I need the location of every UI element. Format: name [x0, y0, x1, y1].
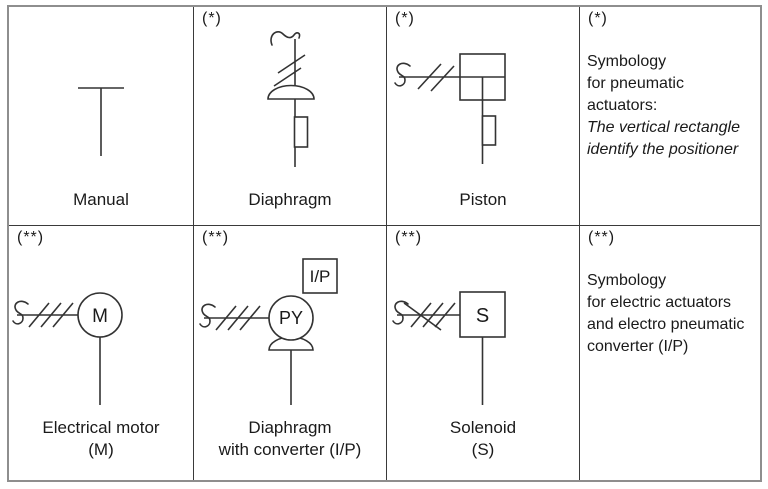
diaphragm-label: Diaphragm	[248, 190, 332, 209]
solenoid-label: Solenoid (S)	[449, 418, 517, 459]
symbology-table: Manual (*) Diaphragm (*)	[7, 5, 762, 482]
pneumatic-slash-marks	[417, 63, 455, 92]
positioner-rect	[293, 116, 309, 148]
diaphragm-dome	[267, 84, 315, 100]
pneumatic-note-text: Symbology for pneumatic actuators: The v…	[587, 51, 756, 161]
signal-squiggle-icon	[394, 62, 411, 87]
footnote-marker: (*)	[202, 10, 222, 27]
solenoid-box	[459, 291, 506, 338]
note-line: Symbology	[587, 272, 667, 289]
electrical-motor-symbol: M	[12, 292, 123, 405]
piston-label: Piston	[459, 190, 507, 209]
footnote-marker: (*)	[395, 10, 415, 27]
converter-box-letters: I/P	[310, 267, 331, 286]
note-line: and electro pneumatic	[587, 316, 745, 333]
pneumatic-slash-marks	[273, 54, 306, 87]
solenoid-letter: S	[476, 305, 489, 327]
diaphragm-symbol	[267, 30, 315, 167]
note-line: for electric actuators	[587, 294, 732, 311]
cell-manual: Manual	[9, 7, 194, 226]
manual-label: Manual	[73, 190, 129, 209]
note-line: The vertical rectangle	[587, 119, 740, 136]
motor-letter: M	[92, 306, 108, 327]
diaphragm-converter-label: Diaphragm with converter (I/P)	[218, 418, 362, 459]
footnote-marker: (*)	[588, 10, 608, 27]
note-line: for pneumatic actuators:	[587, 75, 684, 114]
electric-slash-marks	[215, 305, 261, 331]
signal-squiggle-icon	[270, 30, 301, 46]
py-letters: PY	[279, 308, 303, 328]
positioner-rect	[481, 115, 497, 146]
footnote-marker: (**)	[17, 229, 45, 246]
signal-squiggle-icon	[199, 303, 216, 328]
note-line: Symbology	[587, 53, 667, 70]
py-circle	[268, 295, 314, 341]
cell-electric-note: (**) Symbology for electric actuators an…	[580, 226, 760, 480]
note-line: identify the positioner	[587, 141, 739, 158]
cell-pneumatic-note: (*) Symbology for pneumatic actuators: T…	[580, 7, 760, 226]
solenoid-symbol: S	[392, 291, 506, 405]
electric-slash-marks	[403, 302, 456, 331]
cell-diaphragm: (*) Diaphragm	[194, 7, 387, 226]
cell-solenoid: (**) S Solenoid (S)	[387, 226, 580, 480]
cell-electrical-motor: (**) M Electrical motor (M)	[9, 226, 194, 480]
cell-piston: (*) Piston	[387, 7, 580, 226]
footnote-marker: (**)	[588, 229, 616, 246]
cell-diaphragm-converter: (**) PY I/P Diaphragm with converter (I/…	[194, 226, 387, 480]
piston-symbol	[394, 53, 506, 164]
signal-squiggle-icon	[392, 300, 409, 325]
footnote-marker: (**)	[395, 229, 423, 246]
electric-slash-marks	[28, 302, 74, 328]
electric-note-text: Symbology for electric actuators and ele…	[587, 270, 756, 358]
footnote-marker: (**)	[202, 229, 230, 246]
manual-symbol	[78, 87, 124, 156]
signal-squiggle-icon	[12, 300, 29, 325]
diaphragm-converter-symbol: PY I/P	[199, 258, 338, 405]
converter-box	[302, 258, 338, 294]
electrical-motor-label: Electrical motor (M)	[42, 418, 160, 459]
note-line: converter (I/P)	[587, 338, 689, 355]
